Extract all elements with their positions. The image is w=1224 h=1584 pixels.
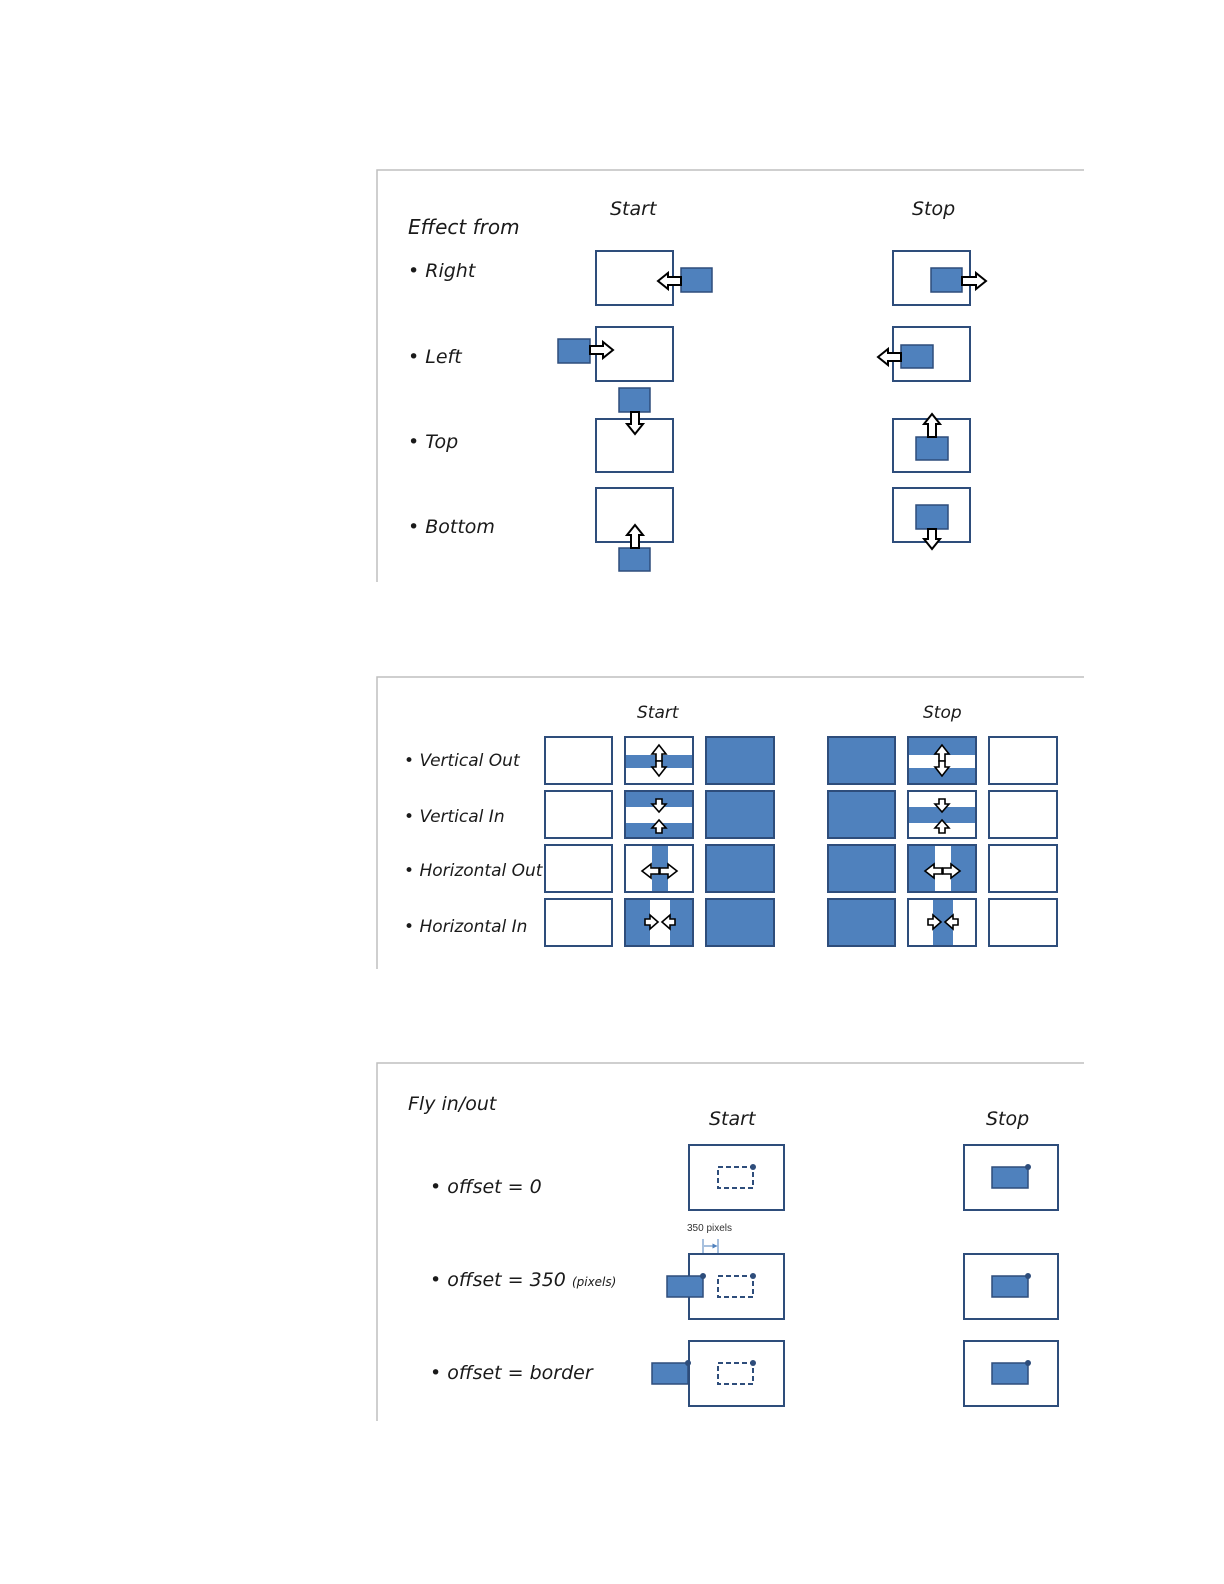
fly-row-offset-border	[652, 1341, 1058, 1406]
start-column-label: Start	[610, 198, 658, 220]
diagram-right-start	[596, 251, 712, 305]
row-label-horizontal-in: • Horizontal In	[404, 917, 527, 937]
split-row-horizontal-in	[545, 899, 1057, 946]
diagram-right-stop	[893, 251, 986, 305]
panel-heading: Fly in/out	[408, 1093, 498, 1115]
split-row-horizontal-out	[545, 845, 1057, 892]
row-label-left: • Left	[408, 346, 463, 368]
split-row-vertical-in	[545, 791, 1057, 838]
diagram-top-start	[596, 388, 673, 472]
panel-heading: Effect from	[408, 215, 520, 239]
row-label-right: • Right	[408, 260, 477, 282]
split-row-vertical-out	[545, 737, 1057, 784]
start-column-label: Start	[709, 1108, 757, 1130]
row-label-offset-border: • offset = border	[430, 1362, 594, 1384]
panel-effect-from: Effect from Start Stop • Right • Left • …	[377, 170, 1084, 582]
fly-row-offset-350: 350 pixels	[667, 1223, 1058, 1319]
diagram-left-stop	[878, 327, 970, 381]
row-label-bottom: • Bottom	[408, 516, 495, 538]
panel-split-effects: Start Stop • Vertical Out • Vertical In …	[377, 677, 1084, 969]
row-label-offset-350: • offset = 350 (pixels)	[430, 1269, 616, 1291]
start-column-label: Start	[637, 703, 680, 723]
fly-row-offset-0	[689, 1145, 1058, 1210]
row-label-horizontal-out: • Horizontal Out	[404, 861, 544, 881]
panel-fly-in-out: Fly in/out Start Stop • offset = 0 • off…	[377, 1063, 1084, 1421]
diagram-bottom-stop	[893, 488, 970, 549]
row-label-offset-0: • offset = 0	[430, 1176, 542, 1198]
diagram-left-start	[558, 327, 673, 381]
diagram-bottom-start	[596, 488, 673, 571]
stop-column-label: Stop	[912, 198, 955, 220]
measure-label: 350 pixels	[687, 1223, 732, 1234]
stop-column-label: Stop	[923, 703, 962, 723]
stop-column-label: Stop	[986, 1108, 1029, 1130]
diagram-top-stop	[893, 414, 970, 472]
row-label-vertical-out: • Vertical Out	[404, 751, 521, 771]
row-label-vertical-in: • Vertical In	[404, 807, 505, 827]
row-label-top: • Top	[408, 431, 458, 453]
